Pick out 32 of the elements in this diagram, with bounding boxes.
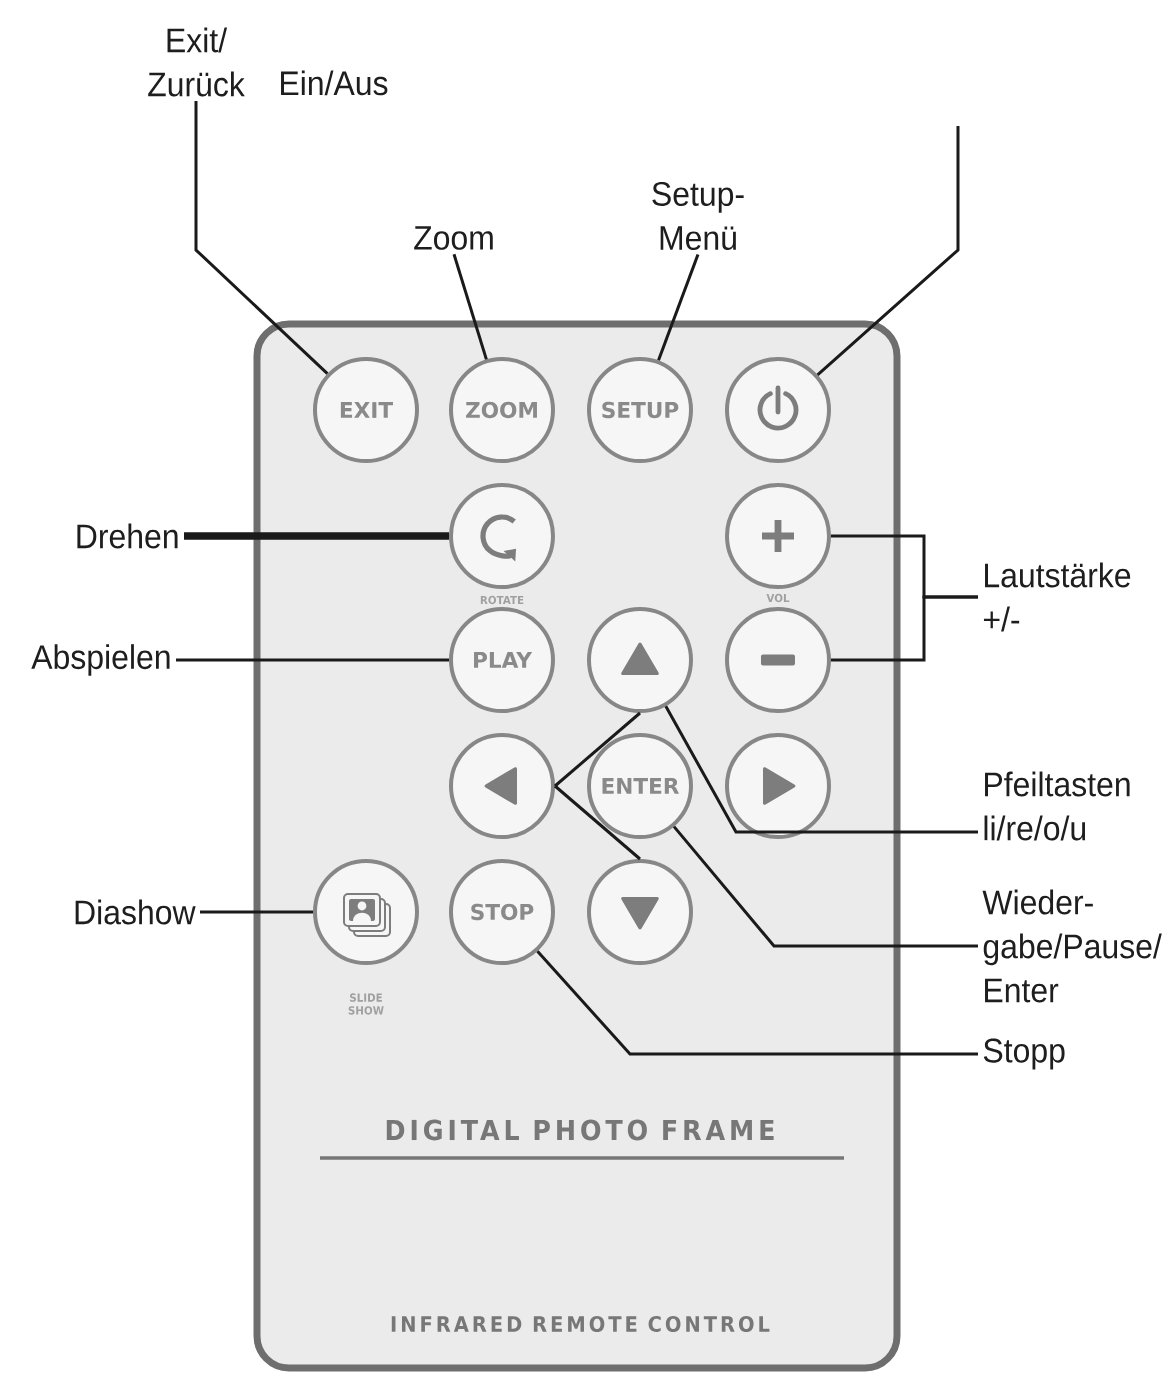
leader-line <box>200 910 313 914</box>
leader-line <box>657 253 700 361</box>
leader-line <box>184 532 449 540</box>
printed-label: DIGITAL PHOTO FRAME <box>386 1119 774 1141</box>
round-button: PLAY <box>449 607 555 713</box>
round-button: SETUP <box>587 357 693 463</box>
callout-label: Wieder- gabe/Pause/ Enter <box>982 889 1162 1003</box>
round-button: ZOOM <box>449 357 555 463</box>
leader-line <box>176 658 449 662</box>
leader-line <box>831 595 978 662</box>
round-button: STOP <box>449 859 555 965</box>
callout-label: Pfeiltasten li/re/o/u <box>984 771 1130 841</box>
callout-label: Diashow <box>75 899 196 925</box>
callout-label: Drehen <box>77 523 178 549</box>
leader-line <box>194 100 329 375</box>
callout-label: Stopp <box>983 1038 1065 1070</box>
printed-label: INFRARED REMOTE CONTROL <box>391 1315 770 1332</box>
callout-label: Abspielen <box>31 644 170 676</box>
leader-line <box>452 253 488 360</box>
callout-label: Ein/Aus <box>281 70 388 96</box>
leader-line <box>672 825 978 948</box>
callout-label: Exit/ Zurück <box>148 27 245 97</box>
callout-label: Lautstärke +/- <box>983 562 1131 632</box>
leader-line <box>554 711 641 788</box>
leader-line <box>816 126 960 376</box>
callout-label: Zoom <box>414 226 493 250</box>
leader-line <box>664 705 978 834</box>
leader-line <box>536 950 978 1056</box>
callout-label: Setup- Menü <box>652 181 744 251</box>
leader-line <box>554 784 641 861</box>
round-button: ENTER <box>587 733 693 839</box>
round-button: EXIT <box>313 357 419 463</box>
